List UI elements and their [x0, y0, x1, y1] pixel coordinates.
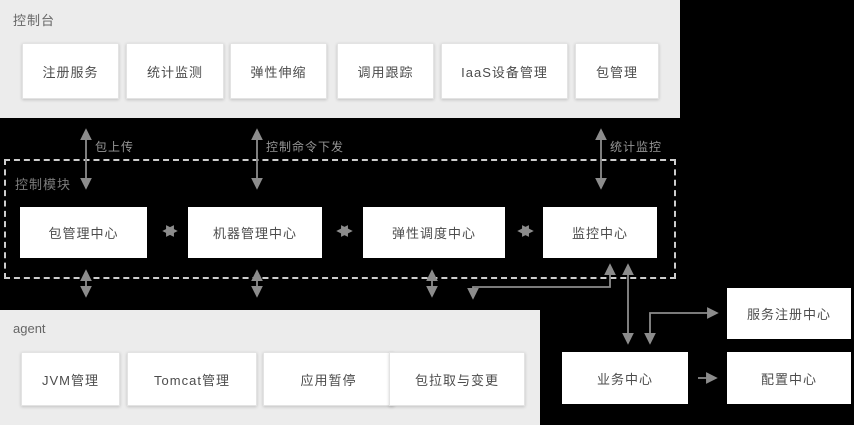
control-module-title: 控制模块: [15, 177, 72, 192]
control-module-panel: 控制模块: [4, 159, 676, 279]
node-business-center: 业务中心: [562, 352, 688, 404]
console-box-elastic-scaling: 弹性伸缩: [230, 43, 327, 99]
agent-box-package-pull: 包拉取与变更: [389, 352, 525, 406]
node-config-center: 配置中心: [727, 352, 851, 404]
flow-label-control-command: 控制命令下发: [266, 140, 345, 154]
module-box-machine-center: 机器管理中心: [188, 207, 322, 258]
console-box-package-mgmt: 包管理: [575, 43, 659, 99]
flow-label-stats-monitoring: 统计监控: [610, 140, 663, 154]
module-box-package-center: 包管理中心: [20, 207, 147, 258]
agent-box-tomcat-mgmt: Tomcat管理: [127, 352, 257, 406]
module-box-scheduling-center: 弹性调度中心: [363, 207, 505, 258]
flow-label-package-upload: 包上传: [95, 140, 135, 154]
console-box-register-service: 注册服务: [22, 43, 119, 99]
node-service-registry: 服务注册中心: [727, 288, 851, 339]
console-title: 控制台: [13, 13, 56, 28]
console-box-iaas-device-mgmt: IaaS设备管理: [441, 43, 568, 99]
module-box-monitor-center: 监控中心: [543, 207, 657, 258]
agent-title: agent: [13, 321, 46, 336]
console-box-stats-monitor: 统计监测: [126, 43, 224, 99]
console-box-call-tracing: 调用跟踪: [337, 43, 434, 99]
agent-box-app-pause: 应用暂停: [263, 352, 394, 406]
agent-box-jvm-mgmt: JVM管理: [21, 352, 120, 406]
arrow-business-service-registry: [644, 307, 719, 345]
